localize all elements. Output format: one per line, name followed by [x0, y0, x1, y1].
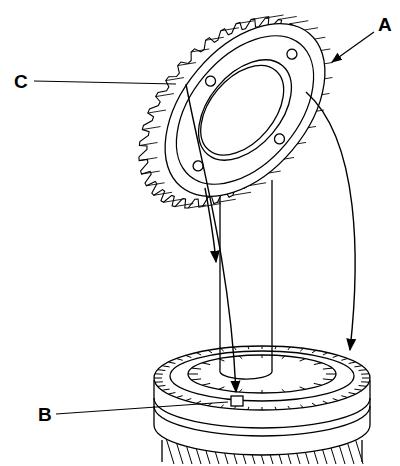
gear-hub-tube [220, 180, 272, 379]
hole [272, 132, 286, 146]
slot [231, 396, 243, 406]
callout-letter: B [36, 404, 54, 425]
hole [285, 47, 299, 61]
upper-gear [104, 0, 368, 249]
alignment-arrows [186, 84, 355, 392]
callout-letter: A [376, 14, 394, 35]
hole [203, 74, 217, 88]
leader-lines [34, 32, 374, 414]
synchro-sleeve [154, 346, 370, 455]
callout-letter: C [12, 71, 30, 92]
